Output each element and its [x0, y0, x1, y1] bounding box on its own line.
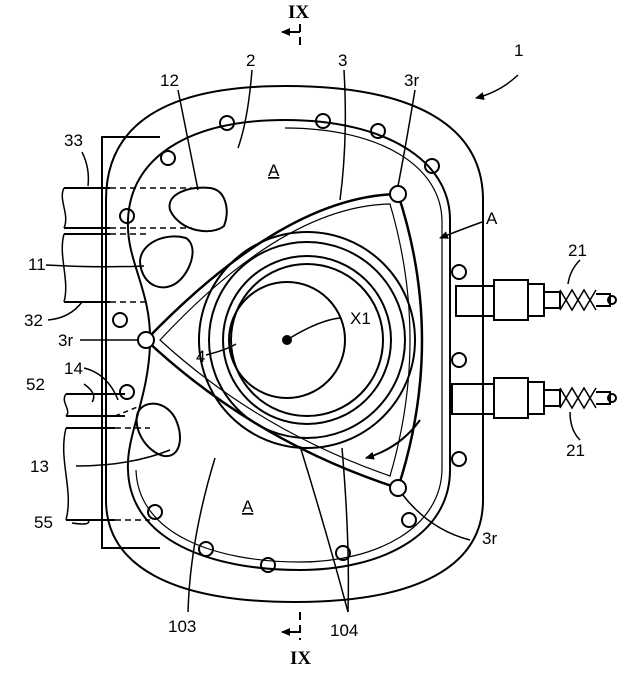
label-gear-rings: 104	[330, 621, 358, 640]
leader-lines	[45, 69, 581, 613]
bolt-holes	[112, 113, 467, 573]
label-housing: 2	[246, 51, 255, 70]
section-mark-top: IX	[288, 2, 309, 23]
label-exhaust-pipe-lower: 55	[34, 513, 53, 532]
label-intake-pipe-upper: 33	[64, 131, 83, 150]
label-chamber-right: A	[486, 209, 498, 228]
exhaust-pipe-upper	[63, 393, 125, 417]
bearing-ring-inner	[230, 263, 384, 417]
intake-pipe-lower	[61, 233, 150, 303]
bearing-ring	[222, 255, 392, 425]
spark-plug-upper	[455, 279, 617, 321]
side-mounting-plate	[101, 136, 160, 549]
section-line-bottom	[281, 612, 301, 640]
label-exhaust-edge: 14	[64, 359, 83, 378]
label-exhaust-pipe-upper: 52	[26, 375, 45, 394]
rotor-gear-inner	[208, 241, 406, 439]
trochoid-surface	[126, 118, 451, 572]
label-intake-pipe-lower: 32	[24, 311, 43, 330]
section-mark-bottom: IX	[290, 648, 311, 669]
label-apex-seal-top: 3r	[404, 71, 419, 90]
label-shaft: 4	[196, 347, 205, 366]
reference-labels: IX IX 1 2 3 3r 12 33 A A 11 32 3r 14 52 …	[24, 2, 587, 669]
rotor-inner-line	[159, 203, 411, 477]
label-chamber-bottom: A	[242, 497, 254, 516]
rotation-direction-arrow	[365, 419, 421, 460]
rotor-gear-outer	[198, 231, 416, 449]
label-apex-seal-bottom: 3r	[482, 529, 497, 548]
apex-seal-bottom	[389, 479, 407, 497]
label-intake-port: 11	[28, 255, 46, 274]
label-spark-plug-upper: 21	[568, 241, 587, 260]
label-rotor: 3	[338, 51, 347, 70]
spark-plug-lower	[451, 377, 617, 419]
exhaust-port-13	[135, 402, 181, 458]
label-axis: X1	[350, 309, 371, 328]
label-intake-port-upper: 12	[160, 71, 179, 90]
intake-port-12	[168, 186, 228, 233]
intake-pipe-upper	[61, 187, 192, 229]
label-exhaust-port: 13	[30, 457, 49, 476]
apex-seal-top	[389, 185, 407, 203]
intake-port-11	[138, 235, 194, 289]
label-flank-edge: 103	[168, 617, 196, 636]
label-chamber-top: A	[268, 161, 280, 180]
eccentric-shaft	[228, 281, 346, 399]
housing-outer-outline	[105, 84, 484, 604]
trochoid-surface-inner-line	[135, 127, 443, 563]
label-device: 1	[514, 41, 523, 60]
label-apex-seal-left: 3r	[58, 331, 73, 350]
exhaust-passage	[114, 405, 141, 417]
apex-seal-left	[137, 331, 155, 349]
shaft-center-point	[282, 335, 292, 345]
exhaust-pipe-lower	[62, 427, 150, 521]
label-spark-plug-lower: 21	[566, 441, 585, 460]
section-line-top	[281, 24, 301, 48]
